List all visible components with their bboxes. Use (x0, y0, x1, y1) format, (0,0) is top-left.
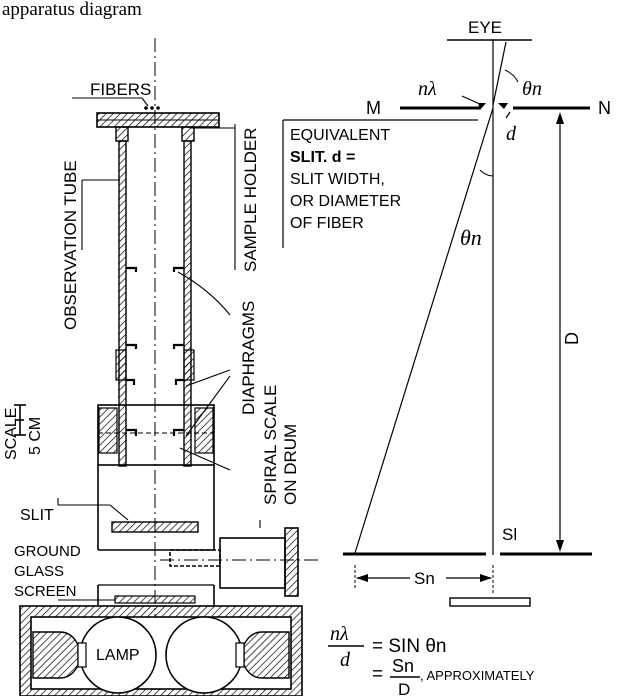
optics-labels: EYE nλ θn M N d EQUIVALENT SLIT. d = SLI… (290, 18, 611, 588)
apparatus-labels: FIBERS OBSERVATION TUBE SAMPLE HOLDER DI… (3, 80, 300, 664)
label-diaphragms: DIAPHRAGMS (239, 301, 258, 415)
tube-wall-right (183, 140, 192, 467)
fiber-dots (144, 106, 160, 110)
formula-lhs-den: d (340, 649, 351, 671)
label-equivalent-5: OF FIBER (290, 215, 364, 232)
label-observation-tube: OBSERVATION TUBE (61, 160, 80, 330)
label-glass: GLASS (14, 563, 64, 580)
label-eye: EYE (468, 18, 502, 37)
formula-eq-2: = (372, 664, 383, 685)
label-d: d (506, 123, 517, 145)
lamp-housing (19, 605, 303, 696)
formula-lhs-num: nλ (330, 623, 349, 645)
formula-den-2: D (398, 680, 410, 696)
label-theta-n-mid: θn (460, 225, 482, 250)
label-equivalent-4: OR DIAMETER (290, 193, 401, 210)
label-sn: Sn (414, 569, 435, 588)
label-equivalent-2: SLIT. d = (290, 149, 355, 166)
page-caption: apparatus diagram (2, 0, 142, 20)
formula-suffix: , APPROXIMATELY (420, 668, 535, 683)
diffracted-ray (354, 107, 494, 554)
label-equivalent-3: SLIT WIDTH, (290, 171, 385, 188)
label-theta-n-top: θn (522, 78, 542, 100)
lamp-bulb-right (165, 616, 243, 694)
label-m: M (366, 98, 381, 118)
label-fibers: FIBERS (90, 80, 151, 99)
label-big-d: D (562, 332, 582, 345)
label-scale: SCALE (3, 408, 20, 460)
slit-plate (111, 521, 199, 533)
label-n: N (598, 98, 611, 118)
label-spiral-scale-1: SPIRAL SCALE (261, 385, 280, 505)
ground-glass-screen (114, 595, 196, 604)
optics-drawing (282, 39, 592, 607)
label-slit: SLIT (20, 507, 54, 524)
formula-rhs-1: = SIN θn (372, 636, 446, 657)
apparatus-drawing (14, 38, 320, 696)
formula-num-2: Sn (392, 656, 414, 676)
label-screen: SCREEN (14, 583, 77, 600)
label-lamp: LAMP (96, 647, 140, 664)
outer-sleeve (97, 404, 215, 466)
diaphragms (126, 266, 184, 436)
label-spiral-scale-2: ON DRUM (281, 424, 300, 505)
scale-bar (14, 404, 26, 436)
spiral-drum (160, 527, 320, 597)
label-5cm: 5 CM (27, 417, 44, 455)
formula: nλ d = SIN θn = Sn D , APPROXIMATELY (328, 623, 535, 696)
label-sl: Sl (502, 525, 517, 544)
label-ground: GROUND (14, 543, 81, 560)
label-n-lambda: nλ (418, 78, 437, 100)
label-sample-holder: SAMPLE HOLDER (241, 127, 260, 272)
label-equivalent-1: EQUIVALENT (290, 127, 390, 144)
tube-wall-left (118, 140, 127, 467)
